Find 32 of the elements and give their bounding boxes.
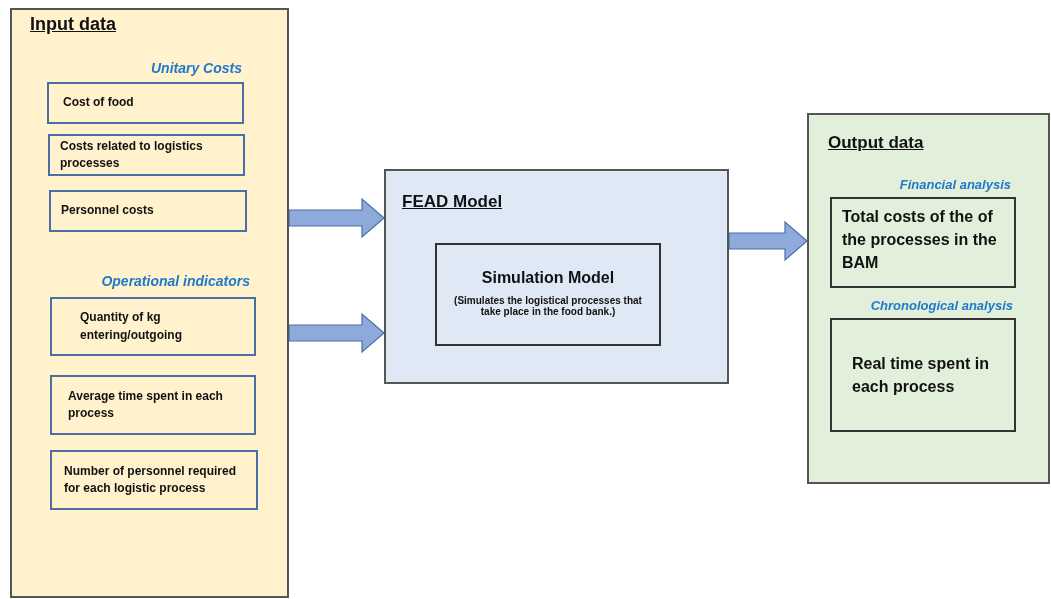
text-box — [830, 318, 1016, 432]
section-heading: Output data — [828, 133, 924, 153]
section-panel — [10, 8, 289, 598]
box-label: Quantity of kg entering/outgoing — [80, 309, 183, 344]
text-box — [47, 82, 244, 124]
text-box — [830, 197, 1016, 288]
text-box — [49, 190, 247, 232]
block-arrow — [288, 312, 385, 354]
text-box — [50, 375, 256, 435]
box-label: Real time spent in each process — [852, 353, 990, 397]
box-label: Costs related to logistics processes — [60, 137, 204, 172]
text-box — [50, 297, 256, 356]
section-subheading: Operational indicators — [101, 273, 250, 289]
section-heading: Input data — [30, 14, 116, 35]
box-description: (Simulates the logistical processes that take place in the food bank.) — [453, 295, 643, 317]
section-subheading: Chronological analysis — [870, 298, 1013, 313]
box-title: Simulation Model — [481, 269, 615, 287]
section-panel — [384, 169, 729, 384]
block-arrow — [728, 220, 808, 262]
box-label: Number of personnel required for each logistic process — [64, 462, 238, 497]
section-subheading: Unitary Costs — [150, 60, 242, 76]
section-heading: FEAD Model — [402, 192, 503, 212]
block-arrow — [288, 197, 385, 239]
process-box — [435, 243, 661, 346]
box-label: Personnel costs — [61, 202, 155, 220]
text-box — [50, 450, 258, 510]
box-label: Cost of food — [63, 94, 135, 112]
section-subheading: Financial analysis — [899, 177, 1011, 192]
section-panel — [807, 113, 1050, 484]
text-box — [48, 134, 245, 176]
box-label: Total costs of the of the processes in the BAM — [842, 207, 998, 274]
box-label: Average time spent in each process — [68, 387, 224, 422]
